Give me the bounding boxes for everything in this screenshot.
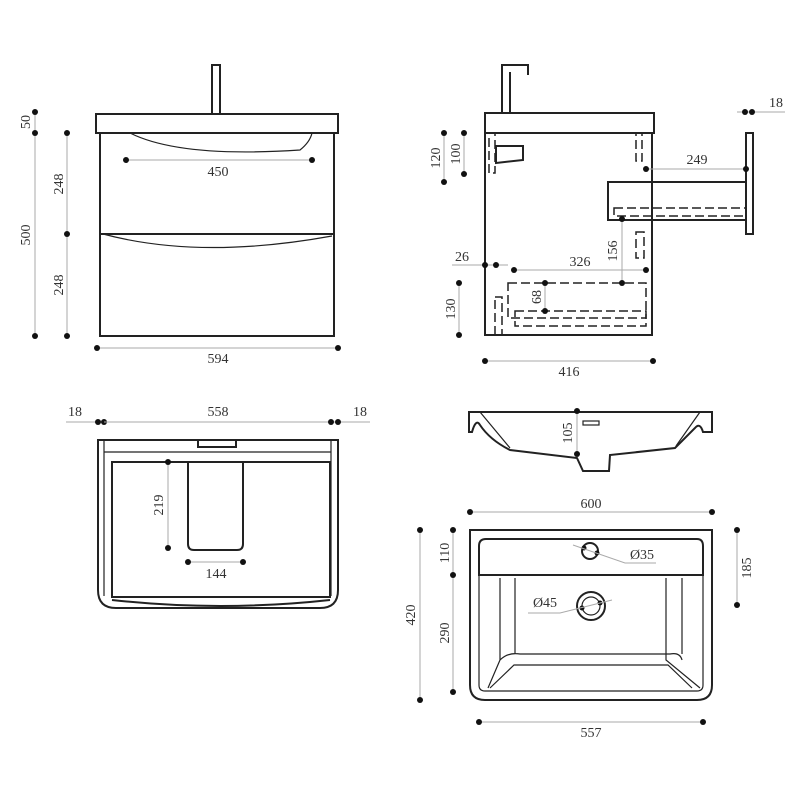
front-view: 450 50 500 248 248 594 — [19, 64, 341, 367]
basin-top-view: Ø35 Ø45 600 557 420 110 290 185 — [404, 497, 755, 741]
top-thickness-label: 50 — [19, 115, 34, 129]
bowl-depth-label: 290 — [438, 623, 453, 644]
side-gap-label: 26 — [455, 250, 469, 265]
basin-side-outline — [468, 411, 713, 472]
side-view: 18 249 120 100 26 326 156 68 130 416 — [429, 64, 785, 380]
drawer-height-label: 68 — [530, 290, 545, 304]
height-label: 500 — [19, 225, 34, 246]
top-100-label: 100 — [449, 144, 464, 165]
ledge-depth-label: 110 — [438, 543, 453, 563]
side-cabinet-body — [484, 132, 653, 336]
cabinet-inner — [111, 461, 331, 598]
depth-label: 416 — [559, 365, 580, 380]
right-panel-label: 18 — [353, 405, 367, 420]
basin-depth-label: 105 — [561, 423, 576, 444]
basin-width-label: 600 — [581, 497, 602, 512]
top-view: 18 558 18 219 144 — [66, 405, 370, 609]
basin-outline — [469, 529, 713, 701]
faucet-side — [501, 64, 529, 113]
cutout-depth-label: 219 — [152, 495, 167, 516]
inner-width-label: 558 — [208, 405, 229, 420]
bottom-130-label: 130 — [444, 299, 459, 320]
tap-hole-label: Ø35 — [630, 548, 654, 563]
plumbing-cutout — [187, 462, 244, 551]
basin-inner-width-label: 557 — [581, 726, 602, 741]
extended-drawer-front — [745, 132, 754, 235]
waste-hole — [576, 591, 606, 621]
faucet — [211, 64, 221, 115]
top-120-label: 120 — [429, 148, 444, 169]
drawer-bottom-height-label: 248 — [52, 275, 67, 296]
basin-top-slab — [95, 113, 339, 134]
extended-drawer — [607, 181, 747, 221]
drawer-top-height-label: 248 — [52, 174, 67, 195]
left-panel-label: 18 — [68, 405, 82, 420]
drawer-handle-curve-top — [129, 132, 313, 153]
basin-side-view: 105 — [468, 408, 713, 472]
drawer-handle-curve-bottom — [102, 233, 333, 249]
waste-hole-label: Ø45 — [533, 596, 557, 611]
basin-depth-total-label: 420 — [404, 605, 419, 626]
lower-drawer-hidden — [507, 282, 647, 319]
front-thickness-label: 18 — [769, 96, 783, 111]
tap-offset-label: 185 — [740, 558, 755, 579]
basin-ledge — [478, 538, 704, 576]
extension-label: 249 — [687, 153, 708, 168]
cabinet-top-outline — [97, 439, 339, 609]
width-label: 594 — [208, 352, 229, 367]
side-top-slab — [484, 112, 655, 134]
handle-span-label: 450 — [208, 165, 229, 180]
cutout-width-label: 144 — [206, 567, 227, 582]
inner-depth-label: 326 — [570, 255, 591, 270]
drawer-gap-label: 156 — [606, 241, 621, 262]
